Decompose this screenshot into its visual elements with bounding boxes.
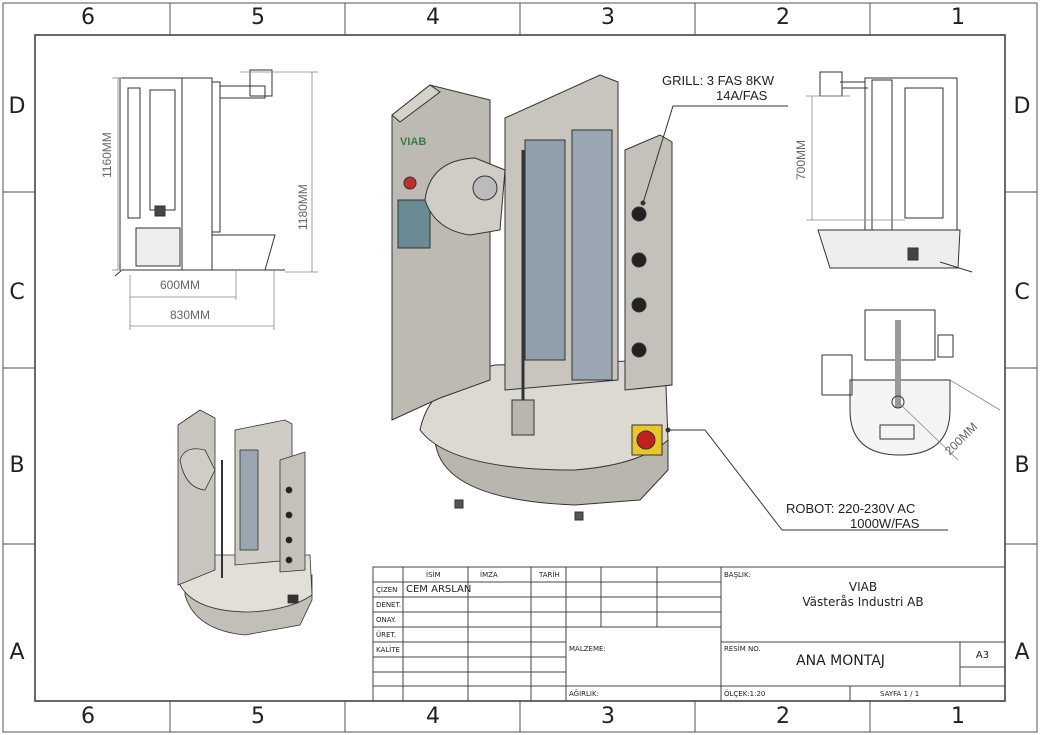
zone-label-top-4: 4 xyxy=(426,5,440,30)
tb-row-kalite: KALİTE xyxy=(376,646,400,654)
zone-label-bottom-1: 1 xyxy=(951,704,965,729)
zone-label-top-5: 5 xyxy=(251,5,265,30)
zone-label-right-D: D xyxy=(1013,94,1031,119)
tb-header-tarih: TARİH xyxy=(539,571,560,579)
zone-label-right-A: A xyxy=(1014,640,1030,665)
zone-label-bottom-3: 3 xyxy=(601,704,615,729)
top-view xyxy=(821,309,1001,461)
zone-label-top-6: 6 xyxy=(81,5,95,30)
robot-spec-line1: ROBOT: 220-230V AC xyxy=(786,501,916,516)
robot-spec-line2: 1000W/FAS xyxy=(850,516,920,531)
grill-spec-line1: GRILL: 3 FAS 8KW xyxy=(662,73,774,88)
main-logo: VIAB xyxy=(400,136,426,148)
tb-header-isim: İSİM xyxy=(426,571,441,579)
dim-height-1180: 1180MM xyxy=(296,184,310,230)
callout-leaders xyxy=(640,105,948,531)
tb-row-cizen: ÇİZEN xyxy=(376,586,398,594)
dim-width-830: 830MM xyxy=(170,308,211,322)
tb-sayfa: SAYFA 1 / 1 xyxy=(880,690,920,698)
tb-malzeme-label: MALZEME: xyxy=(569,645,606,653)
zone-label-left-A: A xyxy=(9,640,25,665)
zone-label-left-D: D xyxy=(8,94,26,119)
zone-label-right-C: C xyxy=(1014,280,1030,305)
dim-width-600: 600MM xyxy=(160,278,201,292)
tb-row-onay: ONAY. xyxy=(376,616,397,624)
zone-label-right-B: B xyxy=(1014,453,1030,478)
tb-row-denet: DENET. xyxy=(376,601,402,609)
zone-label-bottom-4: 4 xyxy=(426,704,440,729)
zone-label-top-1: 1 xyxy=(951,5,965,30)
small-isometric-view xyxy=(177,409,313,636)
tb-olcek: ÖLÇEK:1:20 xyxy=(724,690,766,698)
zone-ticks xyxy=(3,3,1037,732)
tb-company-full: Västerås Industri AB xyxy=(802,595,924,609)
tb-sheet-size: A3 xyxy=(975,650,990,661)
tb-header-imza: İMZA xyxy=(480,571,498,579)
tb-baslik-label: BAŞLIK: xyxy=(724,571,751,579)
title-block xyxy=(372,566,1006,702)
main-isometric-view: VIAB xyxy=(391,74,673,521)
zone-label-top-3: 3 xyxy=(601,5,615,30)
dim-height-700: 700MM xyxy=(794,139,808,180)
zone-label-left-B: B xyxy=(9,453,25,478)
side-view-right xyxy=(806,71,973,273)
zone-label-bottom-6: 6 xyxy=(81,704,95,729)
zone-label-bottom-2: 2 xyxy=(776,704,790,729)
grill-spec-line2: 14A/FAS xyxy=(716,88,768,103)
side-view-left xyxy=(112,69,318,330)
zone-label-left-C: C xyxy=(9,280,25,305)
tb-company-name: VIAB xyxy=(848,580,878,594)
tb-drawing-title: ANA MONTAJ xyxy=(796,653,885,669)
tb-resim-label: RESİM NO. xyxy=(724,645,761,653)
tb-row-uret: ÜRET. xyxy=(376,631,397,639)
zone-label-top-2: 2 xyxy=(776,5,790,30)
zone-label-bottom-5: 5 xyxy=(251,704,265,729)
tb-agirlik-label: AĞIRLIK: xyxy=(569,690,599,698)
tb-cizen-name: CEM ARSLAN xyxy=(406,584,472,595)
dim-height-1160: 1160MM xyxy=(100,132,114,178)
